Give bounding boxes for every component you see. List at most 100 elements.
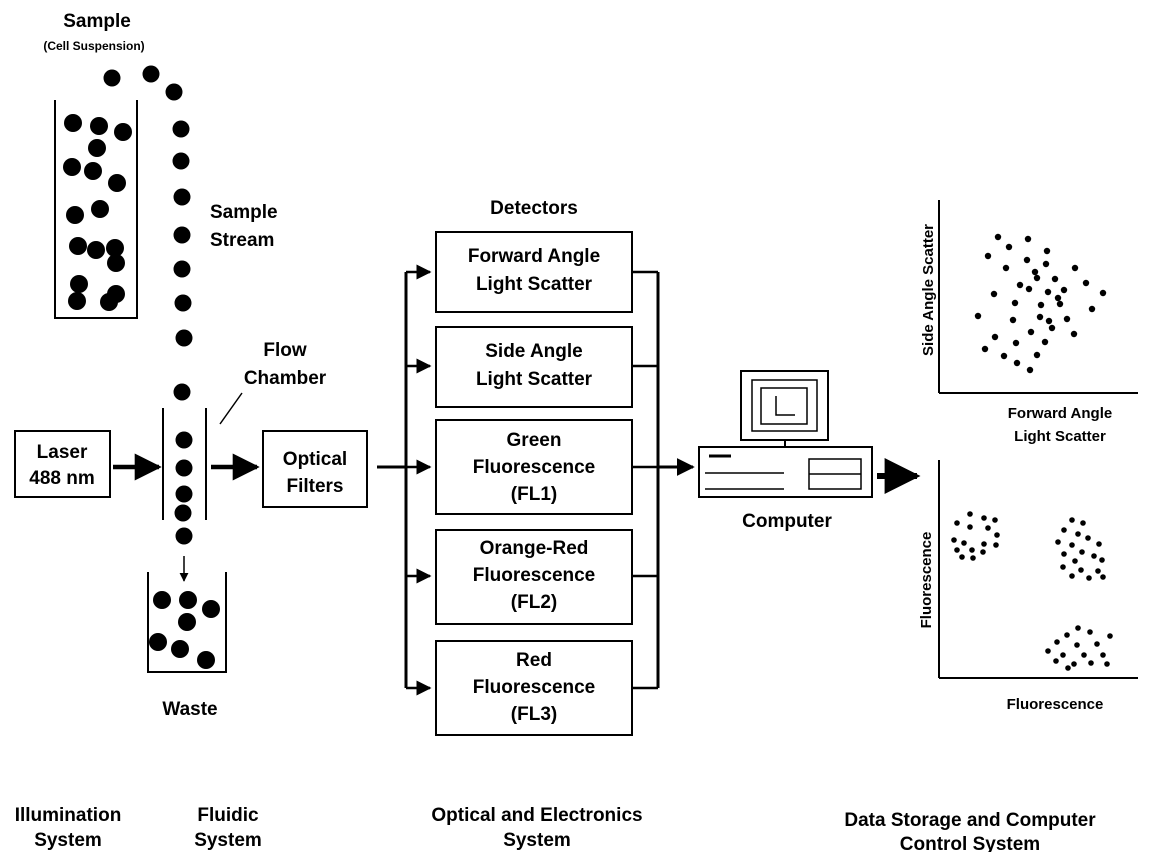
sample-cell-10 (87, 241, 105, 259)
plot2-dot-16 (1069, 517, 1075, 523)
sample-cell-4 (63, 158, 81, 176)
plot1-dot-30 (1013, 340, 1019, 346)
sample-cell-6 (108, 174, 126, 192)
stream-cell-0 (104, 70, 121, 87)
plot1-dot-26 (1028, 329, 1034, 335)
sample-cell-0 (64, 114, 82, 132)
waste-cell-4 (149, 633, 167, 651)
waste-cell-0 (153, 591, 171, 609)
plot2-dot-49 (1065, 665, 1071, 671)
stream-cell-3 (173, 121, 190, 138)
plot2-dot-10 (993, 542, 999, 548)
sample-subtitle: (Cell Suspension) (43, 39, 144, 53)
stream-cell-9 (176, 330, 193, 347)
detector-side-scatter: Side Angle Light Scatter (406, 327, 658, 407)
plot1-dot-13 (1026, 286, 1032, 292)
sample-cell-12 (107, 254, 125, 272)
plot2-dot-22 (1069, 542, 1075, 548)
detector-3-line2: Fluorescence (473, 457, 596, 478)
plot2-dot-48 (1088, 660, 1094, 666)
plot2-dot-4 (967, 524, 973, 530)
detector-forward-scatter: Forward Angle Light Scatter (406, 232, 658, 312)
plot2-dot-31 (1095, 568, 1101, 574)
plot1-dot-5 (1024, 257, 1030, 263)
plot2-dot-26 (1091, 553, 1097, 559)
plot1-dot-19 (1057, 301, 1063, 307)
plot2-dot-28 (1099, 557, 1105, 563)
waste-cell-6 (197, 651, 215, 669)
plot2-dot-5 (985, 525, 991, 531)
flow-chamber-label-line1: Flow (263, 340, 306, 361)
plot2-dot-34 (1100, 574, 1106, 580)
plot2-dot-0 (967, 511, 973, 517)
waste-cells (149, 591, 220, 669)
stream-cell-10 (174, 384, 191, 401)
plot2-dot-37 (1087, 629, 1093, 635)
detector-5-line1: Red (516, 650, 552, 671)
plot2-dot-7 (951, 537, 957, 543)
plot2-xlabel: Fluorescence (1007, 696, 1104, 713)
plot2-dot-33 (1086, 575, 1092, 581)
plot2-dot-8 (961, 540, 967, 546)
plot2-dot-41 (1094, 641, 1100, 647)
plot2-dot-1 (981, 515, 987, 521)
plot1-dot-18 (1038, 302, 1044, 308)
plot2-dot-29 (1060, 564, 1066, 570)
sample-cell-5 (84, 162, 102, 180)
system-optical-line1: Optical and Electronics (431, 805, 642, 826)
plot1-dot-31 (1042, 339, 1048, 345)
stream-cell-11 (176, 432, 193, 449)
plot1-dot-17 (1012, 300, 1018, 306)
plot1-dot-36 (1027, 367, 1033, 373)
plot1-xlabel-line2: Light Scatter (1014, 428, 1106, 445)
plot1-dot-15 (1061, 287, 1067, 293)
plot2-dot-43 (1060, 652, 1066, 658)
detector-3-line1: Green (507, 430, 562, 451)
plot1-dot-39 (1017, 282, 1023, 288)
plot1-dot-16 (1100, 290, 1106, 296)
plot2-dot-39 (1054, 639, 1060, 645)
plot1-dot-33 (1001, 353, 1007, 359)
sample-cell-7 (91, 200, 109, 218)
plot2-dot-24 (1079, 549, 1085, 555)
plot1-xlabel-line1: Forward Angle (1008, 405, 1112, 422)
plot1-dot-38 (1032, 269, 1038, 275)
sample-cell-16 (68, 292, 86, 310)
plot2-dot-2 (992, 517, 998, 523)
detector-4-line3: (FL2) (511, 592, 557, 613)
waste-cell-1 (179, 591, 197, 609)
plot1-dot-37 (1055, 295, 1061, 301)
stream-cell-12 (176, 460, 193, 477)
laser-label-line1: Laser (37, 442, 88, 463)
plot1-dots (975, 234, 1106, 373)
waste-cell-3 (178, 613, 196, 631)
plot1-dot-3 (985, 253, 991, 259)
stream-cell-14 (175, 505, 192, 522)
plot2-dot-47 (1071, 661, 1077, 667)
plot2-dot-18 (1061, 527, 1067, 533)
detector-3-line3: (FL1) (511, 484, 557, 505)
computer-icon (699, 371, 872, 497)
system-fluidic-line2: System (194, 830, 262, 851)
plot2-dot-30 (1078, 567, 1084, 573)
plot2-dot-27 (1072, 558, 1078, 564)
sample-cell-15 (100, 293, 118, 311)
detector-orange-red-fl2: Orange-Red Fluorescence (FL2) (406, 530, 658, 624)
plot2-dot-19 (1075, 531, 1081, 537)
plot2-dot-17 (1080, 520, 1086, 526)
detector-4-line1: Orange-Red (480, 538, 589, 559)
plot1-dot-24 (1046, 318, 1052, 324)
waste-container: Waste (148, 572, 226, 720)
optical-filters-label-line1: Optical (283, 449, 347, 470)
waste-cell-5 (171, 640, 189, 658)
plot1-dot-11 (1083, 280, 1089, 286)
plot2-dot-23 (1096, 541, 1102, 547)
plot1-dot-4 (1044, 248, 1050, 254)
system-optical-line2: System (503, 830, 571, 851)
plot1-dot-10 (1052, 276, 1058, 282)
plot1-dot-27 (1049, 325, 1055, 331)
flow-chamber-label-line2: Chamber (244, 368, 327, 389)
plot2-dots (951, 511, 1113, 671)
plot1-dot-0 (995, 234, 1001, 240)
plot2-dot-35 (1075, 625, 1081, 631)
